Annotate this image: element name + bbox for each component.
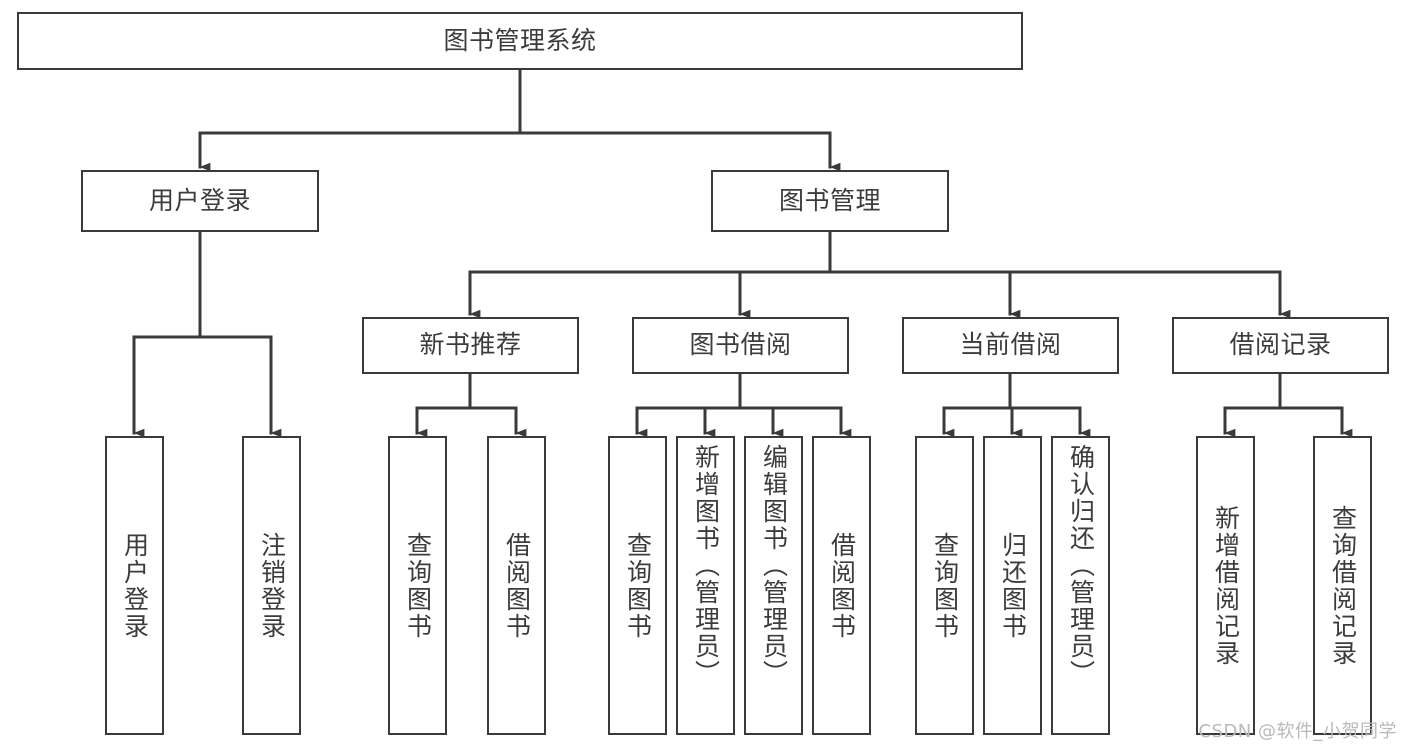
- node-root-system[interactable]: 图书管理系统: [17, 12, 1023, 70]
- node-new-book-recommend[interactable]: 新书推荐: [362, 317, 579, 374]
- node-label: 新增借阅记录: [1211, 504, 1241, 667]
- node-leaf-confirm-return-admin[interactable]: 确认归还（管理员）: [1051, 436, 1110, 735]
- node-label: 借阅图书: [827, 531, 857, 640]
- node-leaf-borrow-book-recommend[interactable]: 借阅图书: [487, 436, 546, 735]
- node-leaf-user-login[interactable]: 用户登录: [105, 436, 164, 735]
- node-label: 当前借阅: [959, 330, 1062, 360]
- node-label: 编辑图书（管理员）: [759, 444, 789, 687]
- node-label: 归还图书: [998, 531, 1028, 640]
- node-label: 新增图书（管理员）: [691, 444, 721, 687]
- node-leaf-add-borrow-record[interactable]: 新增借阅记录: [1196, 436, 1255, 735]
- node-user-login[interactable]: 用户登录: [81, 170, 319, 232]
- node-leaf-borrow-book[interactable]: 借阅图书: [812, 436, 871, 735]
- node-label: 借阅记录: [1229, 330, 1332, 360]
- node-leaf-return-book[interactable]: 归还图书: [983, 436, 1042, 735]
- node-leaf-add-book-admin[interactable]: 新增图书（管理员）: [676, 436, 735, 735]
- node-label: 查询借阅记录: [1328, 504, 1358, 667]
- node-label: 新书推荐: [419, 330, 522, 360]
- node-leaf-query-book-borrow[interactable]: 查询图书: [608, 436, 667, 735]
- node-leaf-query-book-current[interactable]: 查询图书: [915, 436, 974, 735]
- node-leaf-query-borrow-record[interactable]: 查询借阅记录: [1313, 436, 1372, 735]
- node-label: 确认归还（管理员）: [1066, 444, 1096, 687]
- node-label: 查询图书: [930, 531, 960, 640]
- node-label: 图书借阅: [689, 330, 792, 360]
- node-leaf-edit-book-admin[interactable]: 编辑图书（管理员）: [744, 436, 803, 735]
- node-book-borrow[interactable]: 图书借阅: [632, 317, 849, 374]
- node-leaf-query-book-recommend[interactable]: 查询图书: [388, 436, 447, 735]
- node-label: 用户登录: [148, 185, 251, 215]
- node-borrow-record[interactable]: 借阅记录: [1172, 317, 1389, 374]
- node-label: 查询图书: [403, 531, 433, 640]
- node-label: 借阅图书: [502, 531, 532, 640]
- node-label: 图书管理系统: [443, 25, 597, 55]
- node-label: 图书管理: [778, 185, 881, 215]
- node-leaf-logout[interactable]: 注销登录: [242, 436, 301, 735]
- node-label: 用户登录: [120, 531, 150, 640]
- node-book-management[interactable]: 图书管理: [711, 170, 949, 232]
- node-label: 注销登录: [257, 531, 287, 640]
- node-label: 查询图书: [623, 531, 653, 640]
- node-current-borrow[interactable]: 当前借阅: [902, 317, 1119, 374]
